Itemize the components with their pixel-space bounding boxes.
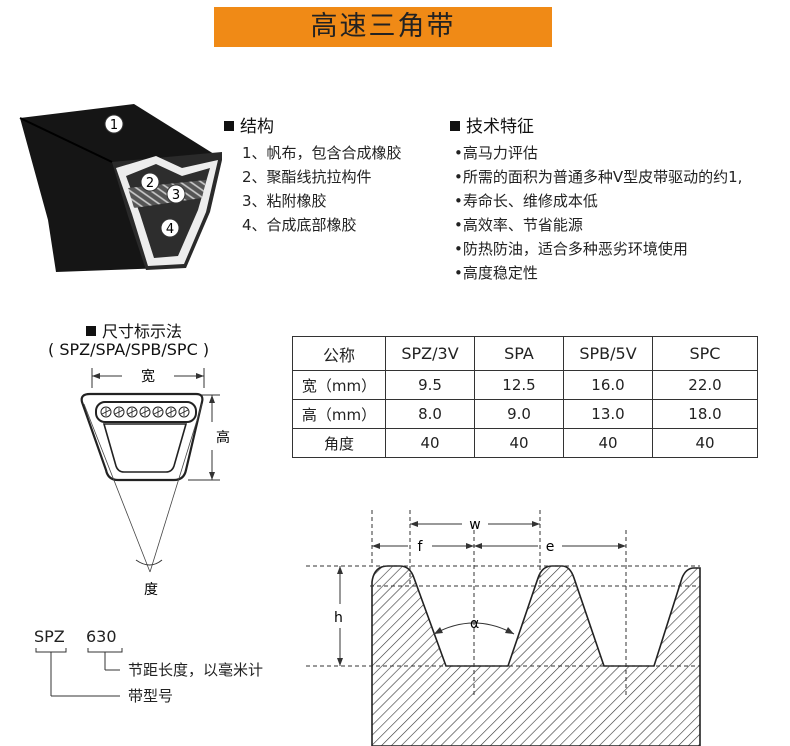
alpha-label: α [470, 616, 479, 632]
feature-item: •高效率、节省能源 [454, 216, 583, 234]
table-cell: 16.0 [563, 370, 653, 400]
table-cell: 13.0 [563, 399, 653, 429]
table-cell: 40 [385, 428, 475, 458]
belt-length-code: 630 [86, 627, 117, 646]
page-title: 高速三角带 [214, 7, 552, 47]
structure-item: 1、帆布，包含合成橡胶 [242, 144, 402, 162]
height-label: 高 [216, 429, 230, 446]
belt-cross-section-diagram: 1 2 3 4 [19, 104, 222, 272]
table-cell: 8.0 [385, 399, 475, 429]
pulley-groove-diagram: w f e h α [306, 510, 701, 746]
width-label: 宽 [141, 368, 155, 385]
h-label: h [334, 610, 343, 626]
table-cell: 40 [474, 428, 564, 458]
v-belt-dimension-diagram: 宽 高 度 [80, 368, 230, 598]
table-header-cell: SPB/5V [563, 336, 653, 371]
f-label: f [418, 539, 424, 555]
table-header-cell: SPA [474, 336, 564, 371]
table-cell: 22.0 [652, 370, 758, 400]
bullet-square-icon [450, 121, 460, 131]
feature-item: •所需的面积为普通多种V型皮带驱动的约1, [454, 168, 743, 186]
table-cell: 宽（mm） [292, 370, 386, 400]
table-header-row: 公称 SPZ/3V SPA SPB/5V SPC [292, 336, 758, 371]
structure-heading: 结构 [224, 112, 274, 137]
dimension-subheading: ( SPZ/SPA/SPB/SPC ) [48, 340, 210, 359]
table-header-cell: SPC [652, 336, 758, 371]
marker-3: 3 [172, 188, 180, 203]
bullet-square-icon [224, 121, 234, 131]
type-description: 带型号 [128, 687, 173, 705]
table-cell: 18.0 [652, 399, 758, 429]
table-row: 宽（mm） 9.5 12.5 16.0 22.0 [292, 370, 758, 400]
spec-table: 公称 SPZ/3V SPA SPB/5V SPC 宽（mm） 9.5 12.5 … [292, 336, 758, 458]
marker-1: 1 [110, 118, 118, 133]
table-cell: 40 [652, 428, 758, 458]
structure-item: 3、粘附橡胶 [242, 192, 327, 210]
table-row: 高（mm） 8.0 9.0 13.0 18.0 [292, 399, 758, 429]
angle-label: 度 [144, 582, 158, 598]
table-cell: 12.5 [474, 370, 564, 400]
table-cell: 9.5 [385, 370, 475, 400]
table-cell: 角度 [292, 428, 386, 458]
structure-item: 2、聚酯线抗拉构件 [242, 168, 372, 186]
table-row: 角度 40 40 40 40 [292, 428, 758, 458]
e-label: e [546, 539, 555, 555]
feature-item: •防热防油，适合多种恶劣环境使用 [454, 240, 688, 258]
marker-4: 4 [166, 222, 174, 237]
bullet-square-icon [86, 326, 96, 336]
table-header-cell: 公称 [292, 336, 386, 371]
belt-type-code: SPZ [34, 627, 65, 646]
feature-item: •寿命长、维修成本低 [454, 192, 598, 210]
table-cell: 9.0 [474, 399, 564, 429]
table-cell: 高（mm） [292, 399, 386, 429]
feature-item: •高马力评估 [454, 144, 538, 162]
length-description: 节距长度，以毫米计 [128, 661, 263, 679]
code-example-diagram: SPZ 630 节距长度，以毫米计 带型号 [34, 627, 263, 705]
table-header-cell: SPZ/3V [385, 336, 475, 371]
structure-item: 4、合成底部橡胶 [242, 216, 357, 234]
marker-2: 2 [146, 176, 154, 191]
dimension-heading: 尺寸标示法 [86, 318, 182, 342]
feature-item: •高度稳定性 [454, 264, 538, 282]
w-label: w [469, 517, 480, 533]
table-cell: 40 [563, 428, 653, 458]
features-heading: 技术特征 [450, 112, 534, 137]
